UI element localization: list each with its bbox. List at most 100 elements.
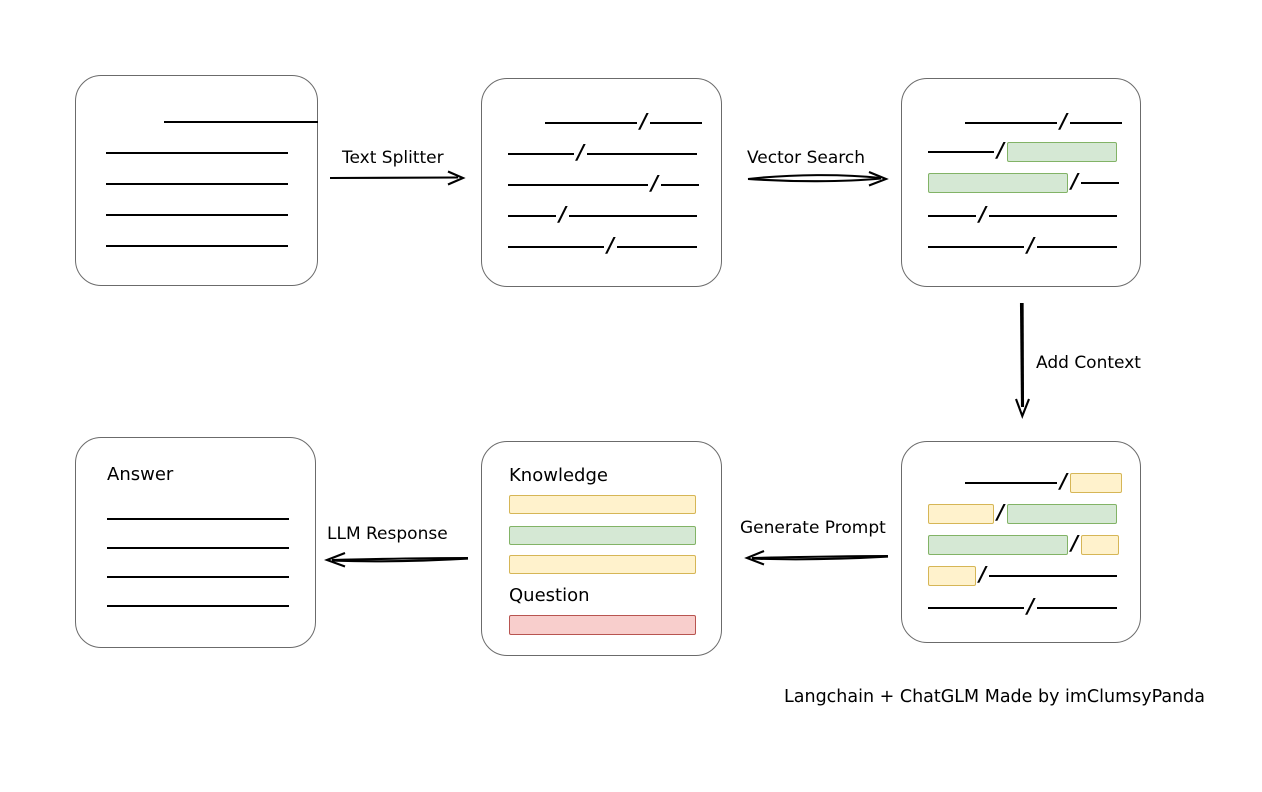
text-line xyxy=(928,151,994,153)
separator-slash: / xyxy=(979,202,987,226)
text-line xyxy=(1070,122,1123,124)
knowledge-bar-yellow xyxy=(509,495,696,514)
text-line xyxy=(107,576,289,578)
text-line xyxy=(508,215,556,217)
text-line xyxy=(106,214,288,216)
arrow-llm-response xyxy=(324,552,469,568)
text-line xyxy=(106,245,288,247)
doc-row: / xyxy=(508,140,698,164)
arrow-text-splitter xyxy=(329,170,466,186)
doc-row: / xyxy=(508,233,698,257)
text-line xyxy=(508,184,648,186)
separator-slash: / xyxy=(1027,233,1035,257)
edge-label-vector-search: Vector Search xyxy=(747,148,865,168)
text-line xyxy=(965,122,1057,124)
text-line xyxy=(545,122,637,124)
knowledge-bar-yellow xyxy=(509,555,696,574)
text-line xyxy=(1081,182,1120,184)
chunk-chip-yellow xyxy=(1081,535,1120,555)
text-line xyxy=(928,246,1024,248)
text-line xyxy=(508,153,574,155)
doc-row: / xyxy=(928,469,1123,493)
doc-row xyxy=(107,568,289,586)
doc-row: / xyxy=(928,233,1118,257)
edge-label-text-splitter: Text Splitter xyxy=(342,148,444,168)
doc-row xyxy=(106,237,288,255)
split-chunks-lines: / / / / / xyxy=(482,79,721,286)
doc-row: / xyxy=(928,169,1120,193)
separator-slash: / xyxy=(1071,531,1079,555)
chunk-chip-green xyxy=(1007,504,1118,524)
question-bar-red xyxy=(509,615,696,635)
node-context-chunks[interactable]: / / / / / xyxy=(901,441,1141,643)
doc-row: / xyxy=(928,594,1118,618)
context-chunks-lines: / / / / / xyxy=(902,442,1140,642)
text-line xyxy=(1037,246,1118,248)
text-line xyxy=(107,605,289,607)
text-line xyxy=(569,215,698,217)
source-document-lines xyxy=(76,76,318,285)
text-line xyxy=(587,153,698,155)
text-line xyxy=(965,482,1057,484)
doc-row xyxy=(106,113,318,131)
prompt-section-title-knowledge: Knowledge xyxy=(509,465,608,486)
doc-row xyxy=(106,175,288,193)
node-source-document[interactable] xyxy=(75,75,318,286)
node-matched-chunks[interactable]: / / / / / xyxy=(901,78,1141,287)
answer-lines xyxy=(76,438,315,647)
separator-slash: / xyxy=(640,109,648,133)
text-line xyxy=(508,246,604,248)
doc-row: / xyxy=(508,171,700,195)
separator-slash: / xyxy=(979,562,987,586)
prompt-section-title-question: Question xyxy=(509,585,590,606)
doc-row: / xyxy=(928,111,1123,132)
node-split-chunks[interactable]: / / / / / xyxy=(481,78,722,287)
matched-chunks-lines: / / / / / xyxy=(902,79,1140,286)
footer-credit: Langchain + ChatGLM Made by imClumsyPand… xyxy=(784,687,1206,707)
text-line xyxy=(107,518,289,520)
doc-row xyxy=(106,206,288,224)
chunk-chip-green xyxy=(928,173,1068,193)
knowledge-bar-green xyxy=(509,526,696,545)
text-line xyxy=(928,215,976,217)
node-prompt[interactable]: Knowledge Question xyxy=(481,441,722,656)
doc-row: / xyxy=(928,531,1120,555)
doc-row xyxy=(106,144,288,162)
text-line xyxy=(1037,607,1118,609)
text-line xyxy=(989,215,1118,217)
text-line xyxy=(106,152,288,154)
chunk-chip-yellow xyxy=(1070,473,1123,493)
text-line xyxy=(164,121,318,123)
edge-label-add-context: Add Context xyxy=(1036,353,1141,373)
doc-row: / xyxy=(928,138,1118,162)
text-line xyxy=(661,184,700,186)
edge-label-llm-response: LLM Response xyxy=(327,524,448,544)
answer-title: Answer xyxy=(107,464,174,485)
separator-slash: / xyxy=(997,138,1005,162)
text-line xyxy=(650,122,703,124)
arrow-add-context xyxy=(1015,302,1030,419)
separator-slash: / xyxy=(607,233,615,257)
arrow-generate-prompt xyxy=(744,550,889,566)
chunk-chip-green xyxy=(928,535,1068,555)
separator-slash: / xyxy=(1027,594,1035,618)
doc-row xyxy=(107,510,289,528)
separator-slash: / xyxy=(651,171,659,195)
doc-row: / xyxy=(928,202,1118,226)
doc-row: / xyxy=(928,562,1118,586)
doc-row xyxy=(107,539,289,557)
doc-row xyxy=(107,597,289,615)
text-line xyxy=(989,575,1118,577)
text-line xyxy=(617,246,698,248)
doc-row: / xyxy=(508,109,703,133)
edge-label-generate-prompt: Generate Prompt xyxy=(740,518,886,538)
separator-slash: / xyxy=(997,500,1005,524)
node-answer[interactable]: Answer xyxy=(75,437,316,648)
separator-slash: / xyxy=(1060,469,1068,493)
separator-slash: / xyxy=(577,140,585,164)
chunk-chip-yellow xyxy=(928,566,976,586)
text-line xyxy=(106,183,288,185)
text-line xyxy=(107,547,289,549)
separator-slash: / xyxy=(1071,169,1079,193)
